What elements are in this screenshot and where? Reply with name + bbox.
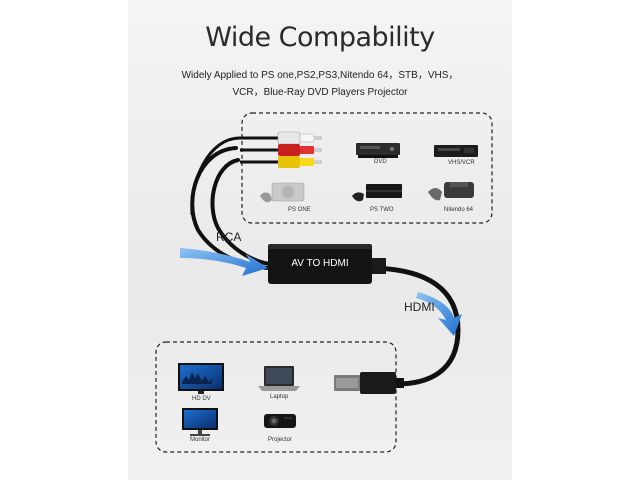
rca-cable	[190, 136, 272, 270]
hd-tv-icon	[178, 363, 224, 394]
connection-diagram	[155, 112, 493, 453]
laptop-label: Laptop	[270, 394, 289, 400]
ps-one-label: PS ONE	[288, 207, 311, 213]
rca-tag: RCA	[216, 230, 242, 244]
projector-icon	[264, 414, 296, 428]
hd-tv-label: HD DV	[192, 396, 211, 402]
dvd-player-icon	[356, 143, 400, 158]
rca-plug-yellow	[278, 156, 322, 168]
laptop-icon	[258, 366, 300, 391]
vhs-vcr-icon	[434, 145, 478, 157]
hdmi-port	[372, 258, 386, 274]
hdmi-arrow-icon	[416, 292, 462, 336]
output-devices-frame	[155, 341, 397, 453]
hdmi-plug-icon	[334, 372, 404, 394]
nitendo-64-label: Nitendo 64	[444, 207, 474, 213]
rca-plug-white	[277, 131, 322, 145]
vhs-vcr-label: VHS/VCR	[448, 160, 475, 166]
subtitle-line-1: Widely Applied to PS one,PS2,PS3,Nitendo…	[181, 70, 459, 81]
nitendo-64-icon	[428, 182, 474, 201]
av-to-hdmi-adapter	[268, 244, 372, 284]
projector-label: Projector	[268, 437, 293, 443]
monitor-icon	[182, 408, 218, 436]
ps-two-label: PS TWO	[370, 207, 394, 213]
monitor-label: Monitor	[190, 437, 211, 443]
product-panel: Wide Compability Widely Applied to PS on…	[128, 0, 512, 480]
dvd-label: DVD	[374, 159, 387, 165]
rca-arrow-icon	[180, 248, 268, 276]
adapter-label: AV TO HDMI	[291, 258, 349, 269]
ps-one-icon	[260, 182, 305, 203]
page-title: Wide Compability	[205, 22, 435, 53]
hdmi-cable	[367, 265, 461, 387]
hdmi-tag: HDMI	[404, 300, 435, 314]
ps-two-icon	[352, 184, 402, 202]
source-devices-frame	[241, 112, 493, 224]
rca-plug-red	[278, 144, 322, 156]
subtitle-line-2: VCR，Blue-Ray DVD Players Projector	[232, 87, 408, 98]
